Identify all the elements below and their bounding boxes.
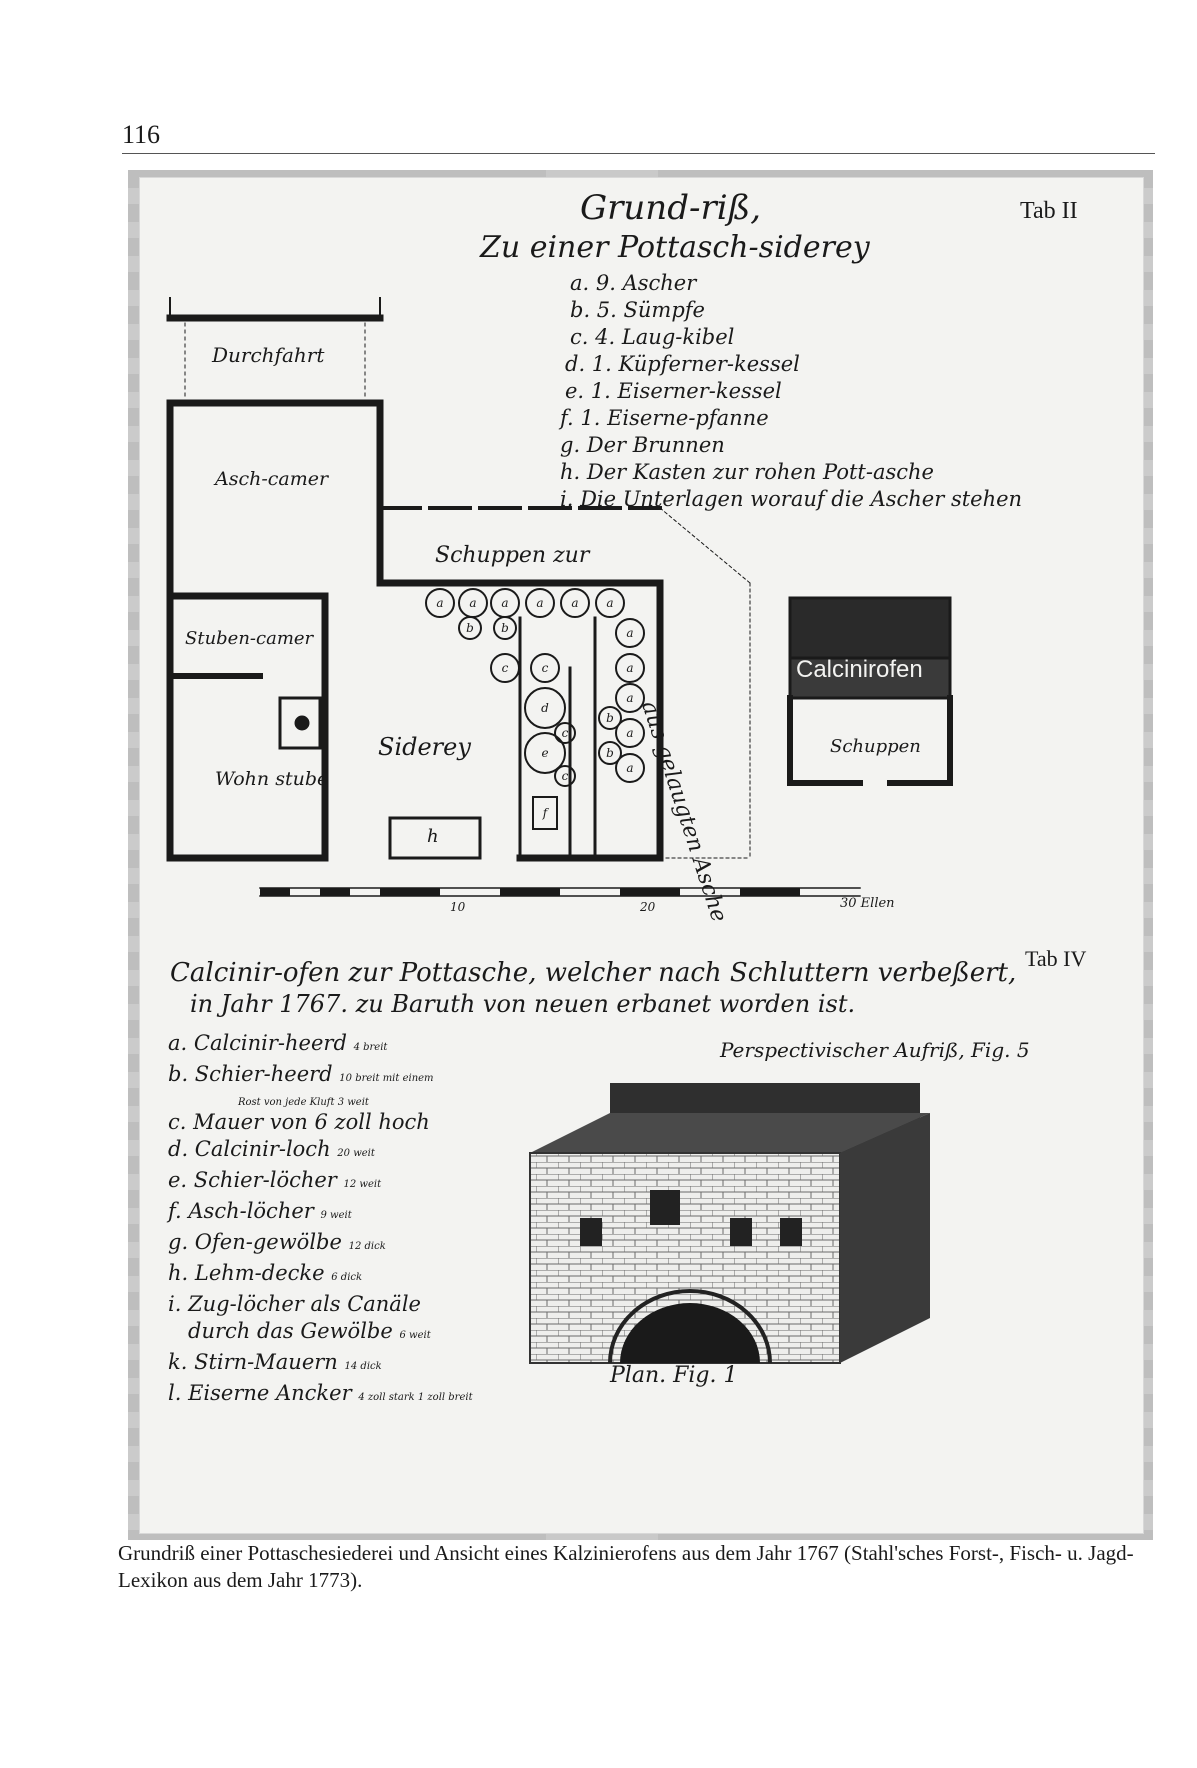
header-rule [122,153,1155,154]
oven-legend: a. Calcinir-heerd 4 breit b. Schier-heer… [168,1030,473,1411]
vessel-circle [524,687,566,729]
vessel-letter: b [501,621,509,635]
plan-legend-item: d. 1. Küpferner-kessel [565,352,800,376]
plan-legend-item: g. Der Brunnen [560,433,725,457]
vessel-circle [598,741,622,765]
tab-label-top: Tab II [1020,198,1078,224]
vessel-circle [615,718,645,748]
vessel-letter: b [606,711,614,725]
plan-subtitle: Zu einer Pottasch-siderey [480,230,870,265]
vessel-circle [554,765,576,787]
room-stubencamer: Stuben-camer [185,628,314,649]
engraving-plate: Grund-riß, Zu einer Pottasch-siderey Tab… [128,170,1153,1540]
oven-legend-item: g. Ofen-gewölbe 12 dick [168,1230,386,1254]
vessel-circle [554,722,576,744]
scale-label: 20 [640,900,656,914]
room-schuppen-zur: Schuppen zur [435,543,590,568]
vessel-circle [490,653,520,683]
oven-legend-item: h. Lehm-decke 6 dick [168,1261,363,1285]
vessel-letter: c [542,661,549,675]
plan-legend-item: f. 1. Eiserne-pfanne [560,406,769,430]
plan-fig-label: Plan. Fig. 1 [610,1363,738,1388]
vessel-letter: a [536,596,543,610]
vessel-circle [615,753,645,783]
vessel-circle [458,616,482,640]
vessel-letter: a [626,726,633,740]
vessel-letter: d [541,701,549,715]
vessel-letter: a [436,596,443,610]
room-calcinirofen: Calcinirofen [796,656,923,683]
perspective-label: Perspectivischer Aufriß, Fig. 5 [720,1038,1030,1062]
vessel-pan [532,796,558,830]
room-aschcamer: Asch-camer [215,468,329,490]
page-number: 116 [122,120,161,149]
oven-legend-item: k. Stirn-Mauern 14 dick [168,1350,382,1374]
plan-legend-item: h. Der Kasten zur rohen Pott-asche [560,460,934,484]
room-durchfahrt: Durchfahrt [212,343,325,367]
plan-title: Grund-riß, [580,188,762,228]
figure-caption: Grundriß einer Pottaschesiederei und Ans… [118,1541,1134,1592]
vessel-circle [615,683,645,713]
vessel-letter: b [606,746,614,760]
oven-legend-item: i. Zug-löcher als Canäle [168,1292,421,1316]
vessel-letter: b [466,621,474,635]
oven-legend-item: c. Mauer von 6 zoll hoch [168,1110,430,1134]
oven-legend-item: d. Calcinir-loch 20 weit [168,1137,375,1161]
vessel-circle [524,732,566,774]
oven-legend-item: f. Asch-löcher 9 weit [168,1199,352,1223]
vessel-circle [525,588,555,618]
oven-legend-item: a. Calcinir-heerd 4 breit [168,1031,388,1055]
vessel-letter: c [562,726,569,740]
oven-legend-item: b. Schier-heerd 10 breit mit einem [168,1062,434,1086]
vessel-circle [595,588,625,618]
vessel-letter: f [542,806,550,820]
vessel-circle [598,706,622,730]
vessel-circle [493,616,517,640]
vessel-letter: e [541,746,548,760]
plan-legend: a. 9. Ascher b. 5. Sümpfe c. 4. Laug-kib… [470,270,1022,513]
engraving-sheet: Grund-riß, Zu einer Pottasch-siderey Tab… [140,178,1143,1533]
plan-legend-item: a. 9. Ascher [570,271,697,295]
scale-label: 10 [450,900,466,914]
plan-legend-item: b. 5. Sümpfe [570,298,705,322]
room-schuppen: Schuppen [830,736,921,757]
plan-legend-item: c. 4. Laug-kibel [570,325,735,349]
vessel-circle [615,653,645,683]
room-kasten: h [427,826,439,847]
vessel-letter: a [606,596,613,610]
room-siderey: Siderey [378,733,471,761]
vessel-letter: a [626,626,633,640]
plan-legend-item: e. 1. Eiserner-kessel [565,379,782,403]
oven-legend-item: l. Eiserne Ancker 4 zoll stark 1 zoll br… [168,1381,473,1405]
vessel-letter: a [469,596,476,610]
oven-legend-item: e. Schier-löcher 12 weit [168,1168,382,1192]
vessel-letter: c [562,769,569,783]
tab-label-bottom: Tab IV [1025,946,1087,971]
oven-title-line2: in Jahr 1767. zu Baruth von neuen erbane… [190,990,856,1018]
oven-legend-item: durch das Gewölbe 6 weit [188,1319,431,1343]
vessel-circle [425,588,455,618]
vessel-letter: a [501,596,508,610]
vessel-circle [615,618,645,648]
room-wohnstube: Wohn stube [215,768,329,790]
vessel-circle [560,588,590,618]
vessel-letter: a [626,761,633,775]
vessel-letter: c [502,661,509,675]
vessel-circle [530,653,560,683]
vessel-letter: a [626,661,633,675]
scale-label: 30 Ellen [840,896,895,911]
vessel-letter: a [571,596,578,610]
vessel-letter: a [626,691,633,705]
oven-title-line1: Calcinir-ofen zur Pottasche, welcher nac… [170,958,1017,988]
oven-legend-item: Rost von jede Kluft 3 weit [238,1097,369,1108]
